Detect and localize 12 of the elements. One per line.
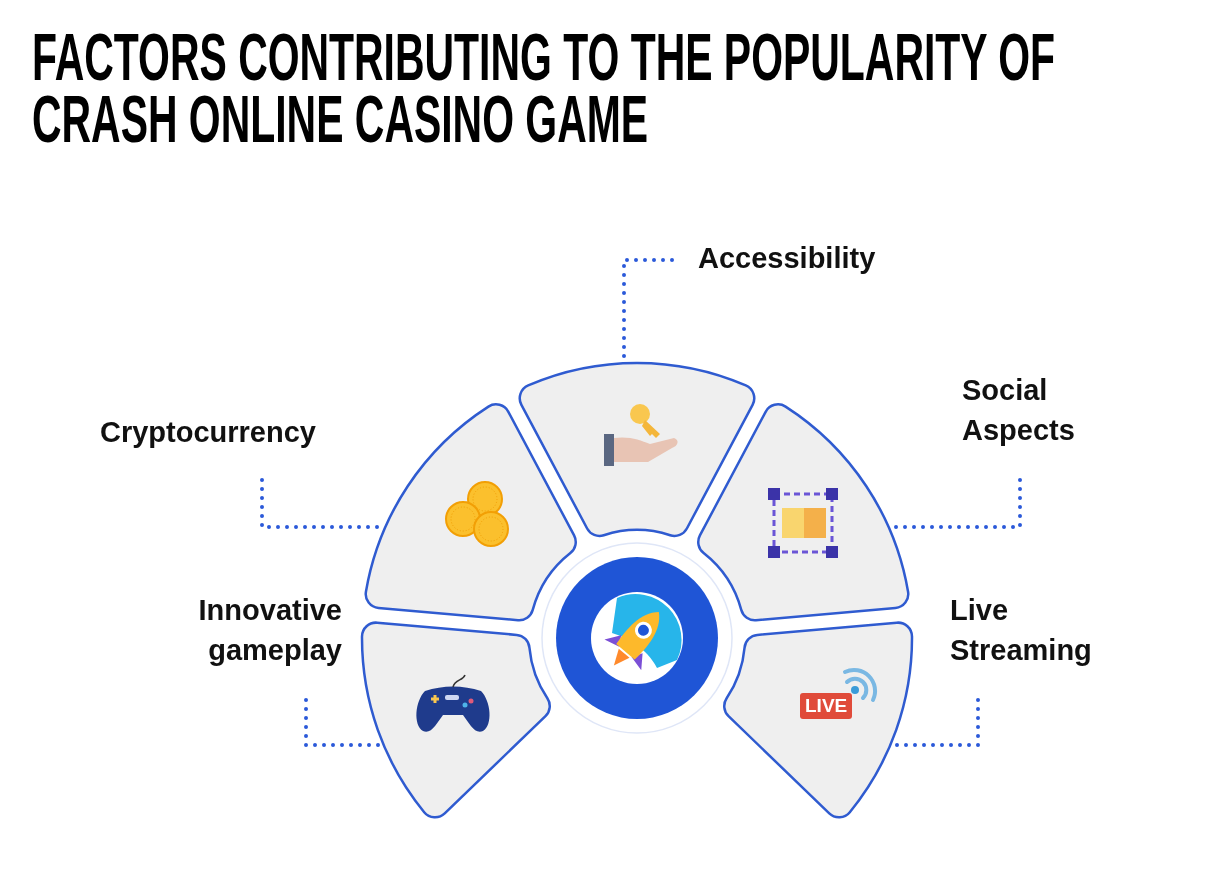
sector-panel [364, 403, 577, 622]
sector-panel [518, 362, 756, 538]
sector-panel [723, 621, 914, 819]
factor-label: Accessibility [698, 238, 898, 278]
sector-panel [697, 403, 910, 622]
live-badge: LIVE [800, 693, 853, 719]
factor-label: Social Aspects [962, 370, 1097, 450]
title: FACTORS CONTRIBUTING TO THE POPULARITY OF CRASH ONLINE CASINO GAME [32, 26, 1057, 150]
factor-label: Live Streaming [950, 590, 1110, 670]
factor-label: Innovative gameplay [170, 590, 342, 670]
sector-panel [360, 621, 551, 819]
factor-label: Cryptocurrency [100, 412, 350, 452]
